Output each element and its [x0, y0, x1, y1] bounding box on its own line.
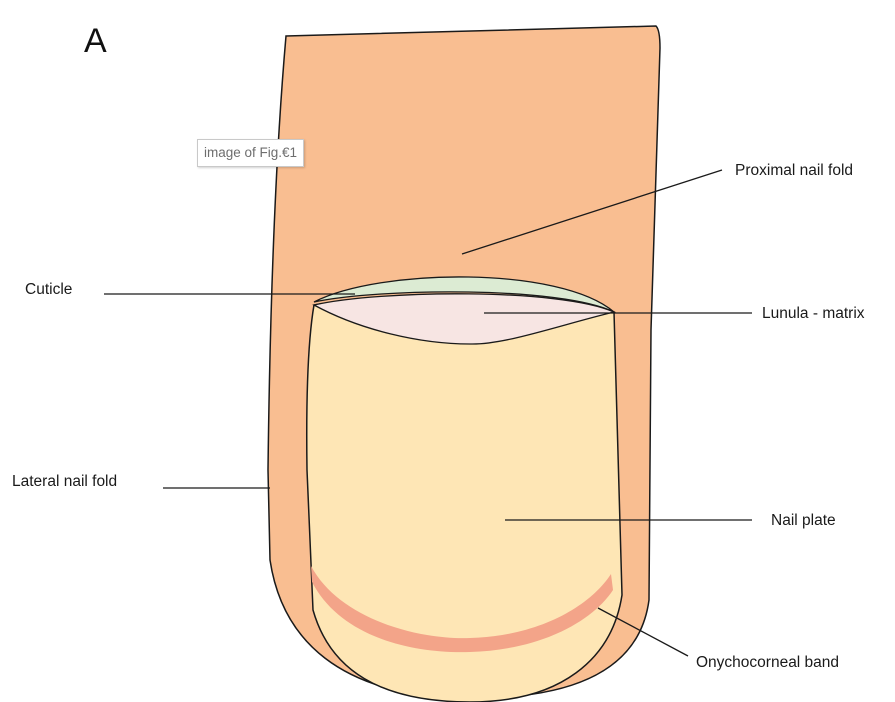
label-lateral-nail-fold: Lateral nail fold [12, 473, 117, 490]
label-lunula-matrix: Lunula - matrix [762, 305, 865, 322]
image-caption-text: image of Fig.€1 [204, 145, 297, 160]
label-onychocorneal-band: Onychocorneal band [696, 654, 839, 671]
label-proximal-nail-fold: Proximal nail fold [735, 162, 853, 179]
label-cuticle: Cuticle [25, 281, 72, 298]
panel-letter: A [84, 22, 107, 60]
image-caption-box: image of Fig.€1 [197, 139, 304, 167]
label-nail-plate: Nail plate [771, 512, 836, 529]
